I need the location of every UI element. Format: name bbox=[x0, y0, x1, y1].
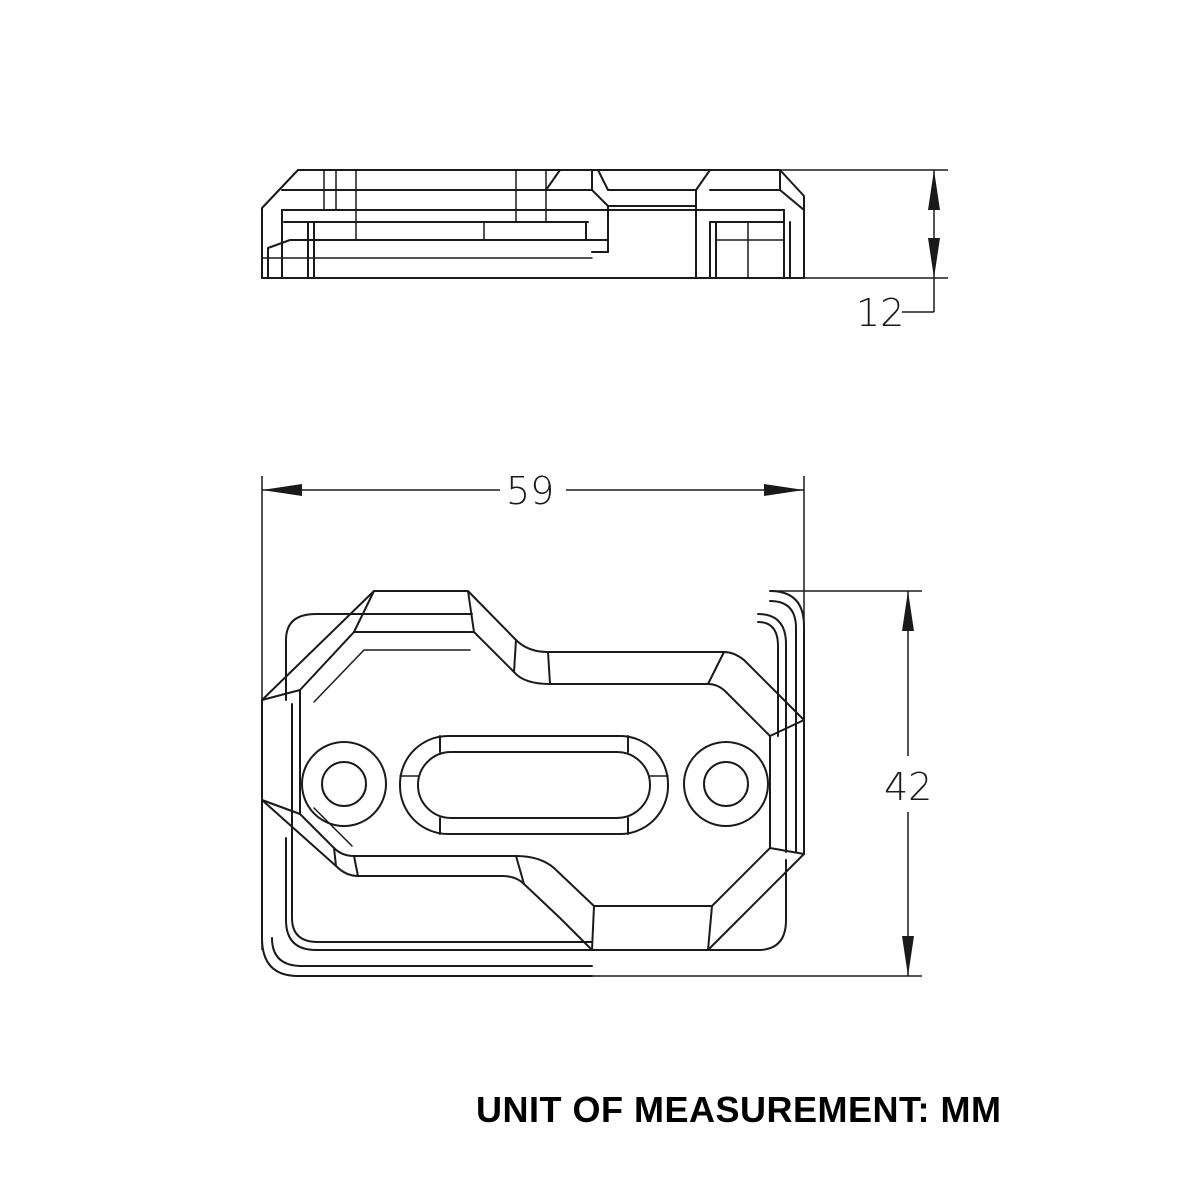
side-view-outline bbox=[261, 169, 805, 279]
unit-of-measurement-note: UNIT OF MEASUREMENT: MM bbox=[476, 1089, 1002, 1130]
depth-dimension bbox=[592, 590, 922, 977]
left-mounting-hole bbox=[301, 741, 387, 827]
height-dimension bbox=[780, 169, 948, 313]
depth-dimension-label: 42 bbox=[884, 765, 932, 809]
plan-view bbox=[261, 590, 805, 977]
plan-outer-plate bbox=[261, 590, 805, 977]
width-dimension bbox=[261, 476, 805, 950]
center-slot bbox=[399, 735, 669, 835]
width-dimension-label: 59 bbox=[506, 469, 554, 513]
right-mounting-hole bbox=[683, 741, 769, 827]
side-view bbox=[261, 169, 805, 279]
plan-inner-plate bbox=[285, 613, 787, 951]
plan-raised-profile-inner bbox=[299, 631, 771, 907]
height-dimension-label: 12 bbox=[856, 291, 904, 335]
